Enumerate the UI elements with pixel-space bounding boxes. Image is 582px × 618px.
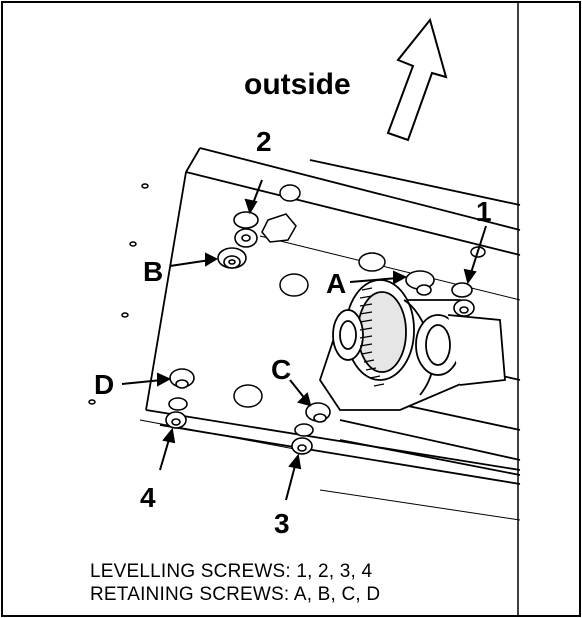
legend-retaining: RETAINING SCREWS: A, B, C, D (90, 584, 381, 605)
drive-gear (319, 279, 506, 411)
hex-nut (261, 213, 297, 243)
callout-D: D (94, 369, 115, 400)
callout-1: 1 (476, 196, 492, 227)
callout-2: 2 (256, 126, 272, 157)
callout-B: B (143, 256, 164, 287)
pointer-arrows (121, 179, 487, 501)
callout-A: A (326, 268, 347, 299)
screw-heads (165, 211, 475, 455)
callout-4: 4 (140, 482, 156, 513)
callout-3: 3 (274, 508, 290, 539)
plate-holes (88, 183, 486, 408)
outside-arrow (386, 17, 448, 142)
legend-levelling: LEVELLING SCREWS: 1, 2, 3, 4 (90, 561, 373, 582)
gear-teeth (359, 287, 385, 387)
callout-C: C (271, 354, 292, 385)
outside-label: outside (244, 68, 351, 101)
